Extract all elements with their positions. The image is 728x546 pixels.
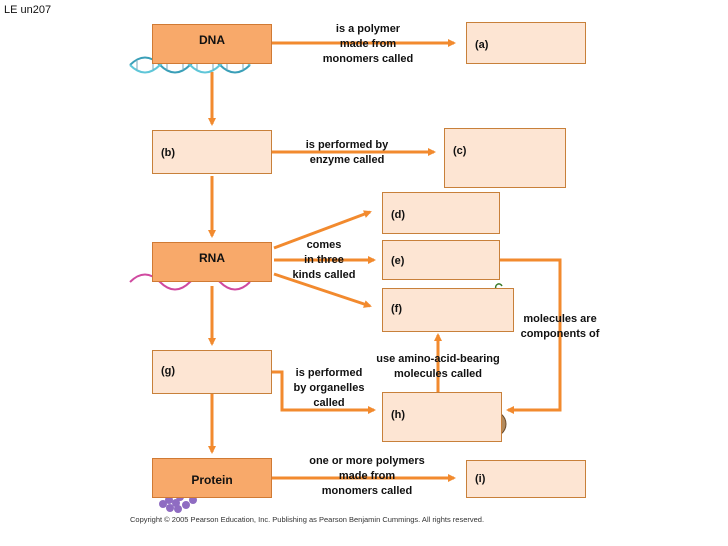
caption-line: comes xyxy=(306,239,342,251)
f-label: (f) xyxy=(391,303,402,315)
arrow-g-to-h xyxy=(272,370,376,414)
caption-protein-to-i: one or more polymers made from monomers … xyxy=(296,454,438,499)
i-box[interactable]: (i) xyxy=(466,460,586,498)
figure-id: LE un207 xyxy=(4,4,52,16)
caption-line: kinds called xyxy=(292,269,356,281)
d-label: (d) xyxy=(391,209,406,221)
dna-box: DNA xyxy=(152,24,272,64)
c-label: (c) xyxy=(453,145,467,157)
caption-line: is performed by xyxy=(305,139,389,151)
d-box[interactable]: (d) xyxy=(382,192,500,234)
caption-line: enzyme called xyxy=(309,154,385,166)
caption-line: is a polymer xyxy=(335,23,401,35)
a-label: (a) xyxy=(475,39,489,51)
caption-e-components: molecules are components of xyxy=(512,312,608,342)
caption-line: by organelles xyxy=(293,382,365,394)
caption-line: one or more polymers xyxy=(309,455,425,467)
caption-line: molecules are xyxy=(523,313,597,325)
b-box[interactable]: (b) xyxy=(152,130,272,174)
g-box[interactable]: (g) xyxy=(152,350,272,394)
caption-b-to-c: is performed by enzyme called xyxy=(292,138,402,168)
caption-line: called xyxy=(313,397,345,409)
b-label: (b) xyxy=(161,147,176,159)
rna-strand-icon xyxy=(129,273,251,291)
caption-line: in three xyxy=(304,254,344,266)
caption-line: monomers called xyxy=(322,53,414,65)
c-box[interactable]: (c) xyxy=(444,128,566,188)
e-label: (e) xyxy=(391,255,405,267)
caption-line: molecules called xyxy=(393,368,483,380)
caption-f-to-g: use amino-acid-bearing molecules called xyxy=(366,352,510,382)
caption-line: is performed xyxy=(295,367,363,379)
copyright-notice: Copyright © 2005 Pearson Education, Inc.… xyxy=(130,515,485,524)
caption-dna-to-a: is a polymer made from monomers called xyxy=(308,22,428,67)
arrow-rna-to-f xyxy=(273,272,372,308)
i-label: (i) xyxy=(475,473,486,485)
arrow-rna-to-d xyxy=(273,210,372,250)
arrow-e-to-h xyxy=(500,258,562,414)
a-box[interactable]: (a) xyxy=(466,22,586,64)
protein-box: Protein xyxy=(152,458,272,498)
g-label: (g) xyxy=(161,365,176,377)
h-label: (h) xyxy=(391,409,406,421)
caption-line: monomers called xyxy=(321,485,413,497)
h-box[interactable]: (h) xyxy=(382,392,502,442)
caption-line: use amino-acid-bearing xyxy=(376,353,500,365)
caption-line: made from xyxy=(338,470,396,482)
caption-g-to-h: is performed by organelles called xyxy=(284,366,374,411)
f-box[interactable]: (f) xyxy=(382,288,514,332)
rna-label: RNA xyxy=(199,251,225,265)
rna-box: RNA xyxy=(152,242,272,282)
caption-rna-kinds: comes in three kinds called xyxy=(284,238,364,283)
caption-line: components of xyxy=(520,328,600,340)
caption-line: made from xyxy=(339,38,397,50)
dna-label: DNA xyxy=(199,33,225,47)
e-box[interactable]: (e) xyxy=(382,240,500,280)
protein-label: Protein xyxy=(191,473,233,487)
